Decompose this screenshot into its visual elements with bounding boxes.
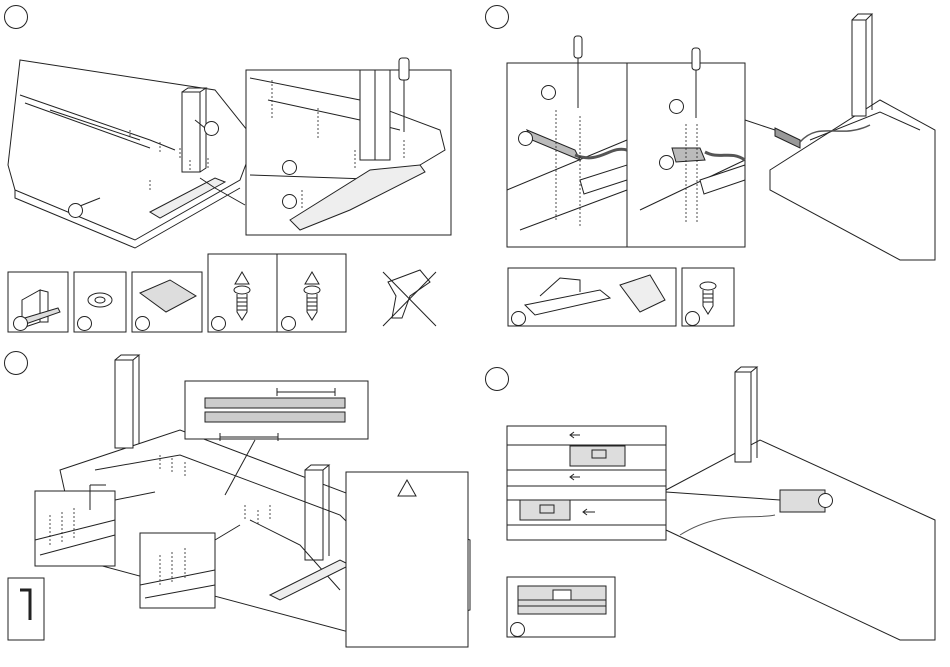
callout (211, 316, 226, 331)
screwdriver-icon (574, 36, 582, 58)
callout (541, 85, 556, 100)
step-4-detail-box (507, 426, 666, 540)
callout (282, 194, 297, 209)
desk-leg (735, 372, 751, 462)
desk-leg (852, 20, 866, 116)
callout (77, 316, 92, 331)
callout (204, 121, 219, 136)
callout (282, 160, 297, 175)
step-2-main-desk (745, 14, 935, 260)
callout (518, 131, 533, 146)
screwdriver-icon (399, 58, 409, 80)
callout (510, 622, 525, 637)
callout (68, 203, 83, 218)
step-1-main-desk (8, 60, 255, 248)
desk-leg (305, 470, 323, 560)
callout (685, 311, 700, 326)
callout (818, 493, 833, 508)
callout (281, 316, 296, 331)
desk-leg (182, 92, 200, 172)
callout (511, 311, 526, 326)
step-3-detail-left (35, 491, 115, 566)
washer-icon (88, 293, 112, 307)
drill-crossed-out-icon (383, 270, 436, 326)
allen-key-box (8, 578, 44, 640)
desk-leg (115, 360, 133, 448)
screwdriver-icon (692, 48, 700, 70)
callout (669, 99, 684, 114)
step-4-main-desk (666, 367, 935, 640)
callout (135, 316, 150, 331)
callout (13, 316, 28, 331)
step-3-warning-box (346, 472, 468, 647)
callout (659, 155, 674, 170)
control-box-icon (518, 586, 606, 614)
